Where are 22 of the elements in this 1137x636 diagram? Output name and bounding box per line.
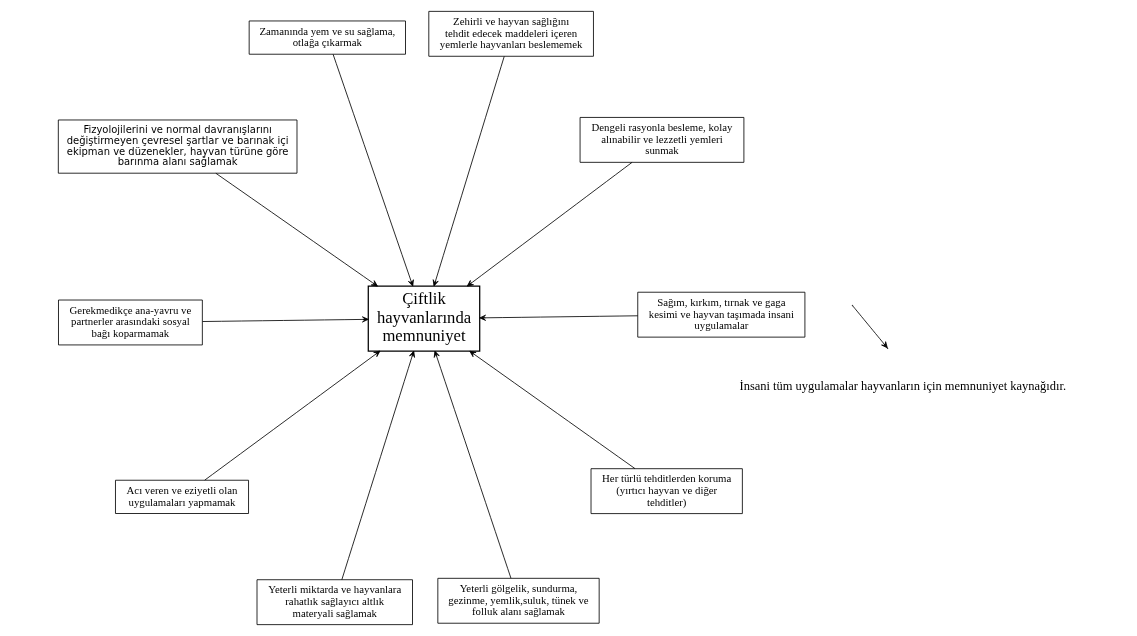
arrow [204, 350, 381, 481]
node-box: Yeterli miktarda ve hayvanlara rahatlık sağlayıcı altlık materyali sağlamak [256, 579, 413, 626]
arrow [469, 350, 636, 469]
node-box: Gerekmedikçe ana-yavru ve partnerler arasındaki sosyal bağı koparmamak [58, 299, 203, 346]
arrow [341, 350, 415, 581]
node-box: Dengeli rasyonla besleme, kolay alınabilir ve lezzetli yemleri sunmak [579, 117, 745, 163]
arrow [202, 316, 369, 323]
arrow [466, 161, 633, 287]
arrow [215, 172, 378, 287]
node-box: Her türlü tehditlerden koruma (yırtıcı hayvan ve diğer tehditler) [590, 468, 743, 514]
node-box: Sağım, kırkım, tırnak ve gaga kesimi ve hayvan taşımada insani uygulamalar [637, 291, 806, 338]
node-box: Yeterli gölgelik, sundurma, gezinme, yemlik,suluk, tünek ve folluk alanı sağlamak [437, 577, 600, 624]
node-box: Fizyolojilerini ve normal davranışlarını değiştirmeyen çevresel şartlar ve barınak içi ekipman ve düzenekler, hayvan türüne göre barınma alanı sağlamak [57, 119, 298, 174]
node-box: Zamanında yem ve su sağlama, otlağa çıkarmak [248, 20, 406, 55]
node-box: Acı veren ve eziyetli olan uygulamaları yapmamak [115, 479, 249, 514]
node-box: Çiftlik hayvanlarında memnuniyet [367, 285, 481, 352]
arrow [432, 56, 505, 287]
arrow [479, 314, 639, 321]
node-box: Zehirli ve hayvan sağlığını tehdit edecek maddeleri içeren yemlerle hayvanları beslememek [428, 10, 594, 57]
arrow [433, 350, 512, 579]
arrow [332, 53, 414, 287]
legend-label: İnsani tüm uygulamalar hayvanların için memnuniyet kaynağıdır. [739, 378, 1067, 393]
